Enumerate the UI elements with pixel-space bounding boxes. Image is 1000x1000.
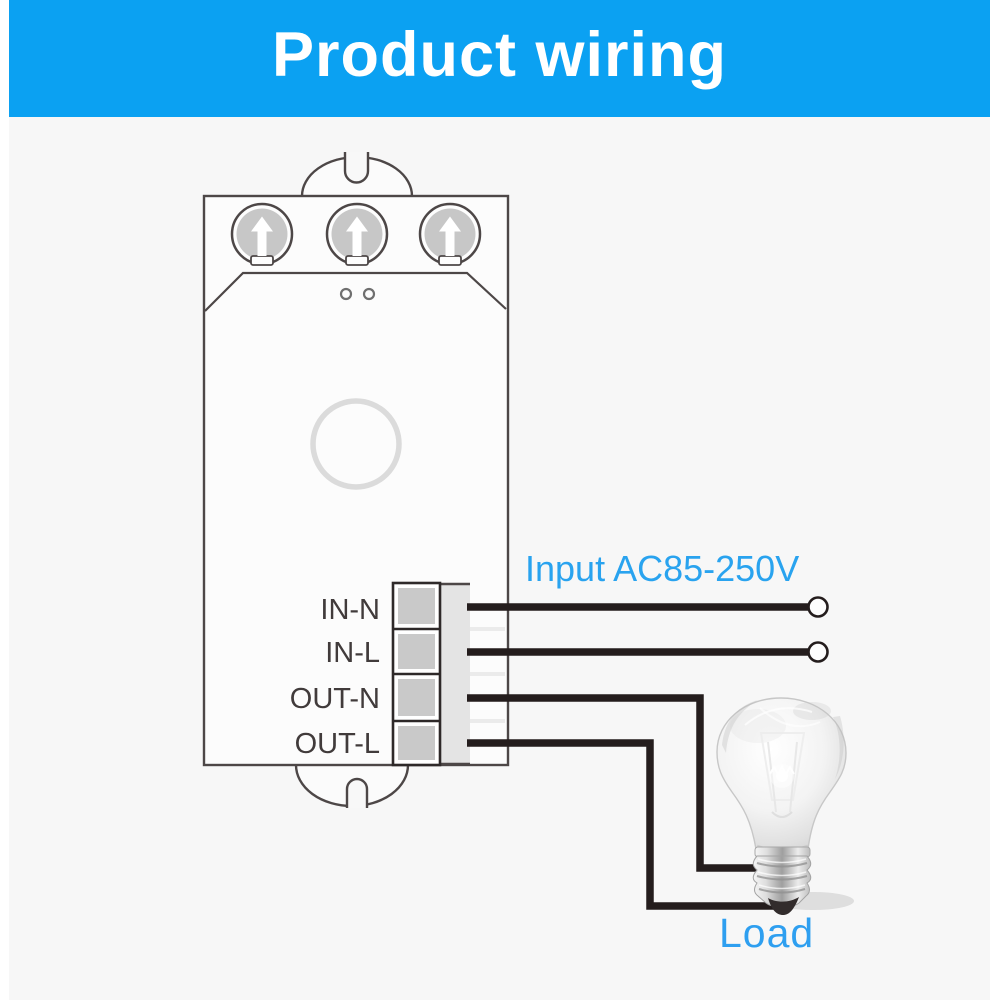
bulb-screw-base bbox=[752, 846, 812, 908]
label-out-l: OUT-L bbox=[295, 728, 380, 760]
input-terminal-circle-1 bbox=[807, 596, 829, 618]
terminal-plate bbox=[440, 583, 470, 765]
smart-switch-device bbox=[202, 152, 510, 808]
terminal-knob-1 bbox=[230, 202, 294, 267]
terminal-screw-cell-3 bbox=[398, 679, 435, 716]
top-keyhole-slot bbox=[343, 152, 370, 184]
terminal-screw-cell-2 bbox=[398, 634, 435, 669]
terminal-knob-3 bbox=[418, 202, 482, 267]
label-in-l: IN-L bbox=[325, 637, 380, 669]
bulb-contact-tip bbox=[768, 897, 799, 915]
terminal-block bbox=[391, 581, 505, 767]
wiring bbox=[467, 603, 809, 910]
load-label: Load bbox=[719, 910, 814, 956]
wire-out-n bbox=[467, 694, 757, 872]
label-out-n: OUT-N bbox=[290, 683, 380, 715]
input-voltage-label: Input AC85-250V bbox=[525, 548, 799, 589]
indicator-dot-1 bbox=[339, 287, 353, 301]
wire-out-l bbox=[467, 739, 779, 910]
header-banner: Product wiring bbox=[9, 0, 990, 117]
terminal-screw-cell-4 bbox=[398, 726, 435, 760]
page-title: Product wiring bbox=[272, 20, 727, 90]
bulb-filament bbox=[759, 732, 806, 818]
label-in-n: IN-N bbox=[320, 594, 380, 626]
touch-button-ring bbox=[310, 398, 402, 490]
input-terminal-circle-2 bbox=[807, 641, 829, 663]
terminal-screw-cell-1 bbox=[398, 588, 435, 624]
bottom-keyhole-slot bbox=[345, 777, 369, 808]
terminal-knob-2 bbox=[325, 202, 389, 267]
panel-divider bbox=[204, 271, 507, 312]
light-bulb bbox=[716, 697, 854, 915]
indicator-dot-2 bbox=[362, 287, 376, 301]
